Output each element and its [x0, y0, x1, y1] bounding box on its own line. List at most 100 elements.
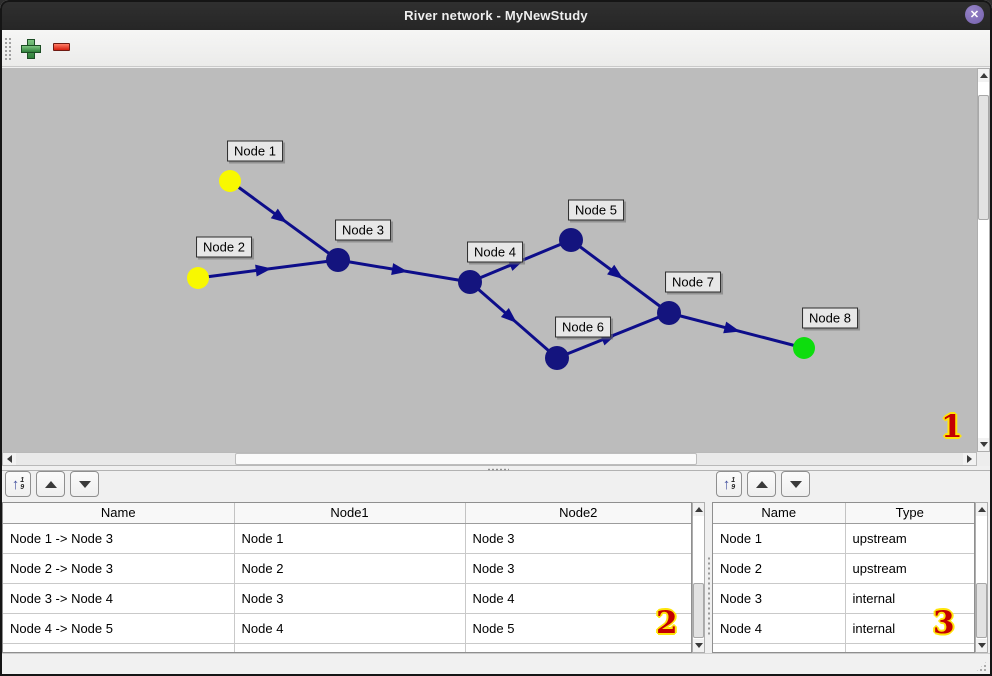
table-cell[interactable]: Node 1: [713, 523, 846, 554]
horizontal-splitter[interactable]: [0, 466, 992, 471]
node-label[interactable]: Node 1: [227, 140, 283, 162]
column-header[interactable]: Node2: [465, 503, 691, 524]
scroll-up-button[interactable]: [978, 69, 989, 82]
up-triangle-icon: [755, 480, 768, 488]
reaches-table-scrollbar[interactable]: [692, 502, 705, 653]
table-cell[interactable]: internal: [845, 583, 974, 614]
node-label[interactable]: Node 4: [467, 241, 523, 263]
table-cell[interactable]: internal: [845, 613, 974, 644]
flow-direction-arrow-icon: [607, 264, 624, 280]
table-cell[interactable]: Node 4: [465, 583, 691, 614]
column-header[interactable]: Name: [713, 503, 846, 524]
node-label[interactable]: Node 7: [665, 271, 721, 293]
scroll-down-button[interactable]: [978, 438, 989, 451]
canvas-vscroll-thumb[interactable]: [978, 95, 989, 220]
network-node[interactable]: [458, 270, 482, 294]
node-label[interactable]: Node 8: [802, 307, 858, 329]
table-cell[interactable]: [845, 643, 974, 652]
nodes-table-scrollbar[interactable]: [975, 502, 988, 653]
table-cell[interactable]: Node 3: [465, 523, 691, 554]
network-node[interactable]: [793, 337, 815, 359]
network-node[interactable]: [559, 228, 583, 252]
river-network-svg: [187, 170, 815, 370]
canvas-vertical-scrollbar[interactable]: [977, 68, 990, 452]
table-row[interactable]: [713, 643, 974, 652]
table-cell[interactable]: [713, 643, 846, 652]
reaches-scroll-thumb[interactable]: [693, 583, 704, 638]
node-label[interactable]: Node 6: [555, 316, 611, 338]
table-cell[interactable]: Node 3: [713, 583, 846, 614]
reaches-move-up-button[interactable]: [36, 471, 65, 497]
table-cell[interactable]: [3, 643, 235, 652]
canvas-hscroll-thumb[interactable]: [235, 453, 697, 465]
table-cell[interactable]: upstream: [845, 553, 974, 584]
table-cell[interactable]: Node 4 -> Node 5: [3, 613, 235, 644]
table-cell[interactable]: Node 2 -> Node 3: [3, 553, 235, 584]
table-cell[interactable]: Node 2: [234, 553, 466, 584]
table-row[interactable]: [3, 643, 691, 652]
title-bar[interactable]: River network - MyNewStudy ✕: [0, 0, 992, 30]
nodes-scroll-thumb[interactable]: [976, 583, 987, 638]
network-node[interactable]: [326, 248, 350, 272]
table-cell[interactable]: Node 4: [234, 613, 466, 644]
table-cell[interactable]: Node 4: [713, 613, 846, 644]
table-cell[interactable]: Node 1 -> Node 3: [3, 523, 235, 554]
network-node[interactable]: [219, 170, 241, 192]
up-arrow-icon: [694, 507, 703, 512]
table-cell[interactable]: Node 3: [234, 583, 466, 614]
scroll-up-button[interactable]: [976, 503, 987, 516]
table-cell[interactable]: Node 3 -> Node 4: [3, 583, 235, 614]
window-title: River network - MyNewStudy: [404, 7, 588, 23]
reaches-move-down-button[interactable]: [70, 471, 99, 497]
scrollbar-corner: [977, 452, 990, 466]
nodes-move-up-button[interactable]: [747, 471, 776, 497]
column-header[interactable]: Type: [845, 503, 974, 524]
network-node[interactable]: [545, 346, 569, 370]
node-label[interactable]: Node 5: [568, 199, 624, 221]
scroll-right-button[interactable]: [963, 453, 976, 465]
river-network-canvas[interactable]: Node 1 Node 2 Node 3 Node 4 Node 5 Node 6 Node…: [2, 68, 977, 452]
table-cell[interactable]: [465, 643, 691, 652]
network-node[interactable]: [187, 267, 209, 289]
table-cell[interactable]: [234, 643, 466, 652]
table-cell[interactable]: Node 5: [465, 613, 691, 644]
table-cell[interactable]: Node 1: [234, 523, 466, 554]
scroll-down-button[interactable]: [693, 639, 704, 652]
scroll-up-button[interactable]: [693, 503, 704, 516]
window-resize-grip[interactable]: [975, 660, 988, 673]
toolbar-grip-handle[interactable]: [4, 37, 12, 60]
network-node[interactable]: [657, 301, 681, 325]
scroll-down-button[interactable]: [976, 639, 987, 652]
main-toolbar: [0, 30, 992, 67]
remove-node-button[interactable]: [53, 43, 70, 51]
column-header[interactable]: Name: [3, 503, 235, 524]
table-cell[interactable]: Node 3: [465, 553, 691, 584]
column-header[interactable]: Node1: [234, 503, 466, 524]
close-button[interactable]: ✕: [965, 5, 984, 24]
vertical-splitter[interactable]: [707, 556, 711, 636]
nodes-move-down-button[interactable]: [781, 471, 810, 497]
left-arrow-icon: [7, 455, 12, 463]
table-cell[interactable]: Node 2: [713, 553, 846, 584]
node-label[interactable]: Node 3: [335, 219, 391, 241]
right-arrow-icon: [967, 455, 972, 463]
flow-direction-arrow-icon: [391, 263, 408, 275]
node-label[interactable]: Node 2: [196, 236, 252, 258]
table-cell[interactable]: upstream: [845, 523, 974, 554]
add-node-button[interactable]: [21, 39, 41, 59]
scroll-left-button[interactable]: [3, 453, 16, 465]
canvas-horizontal-scrollbar[interactable]: [2, 452, 977, 466]
